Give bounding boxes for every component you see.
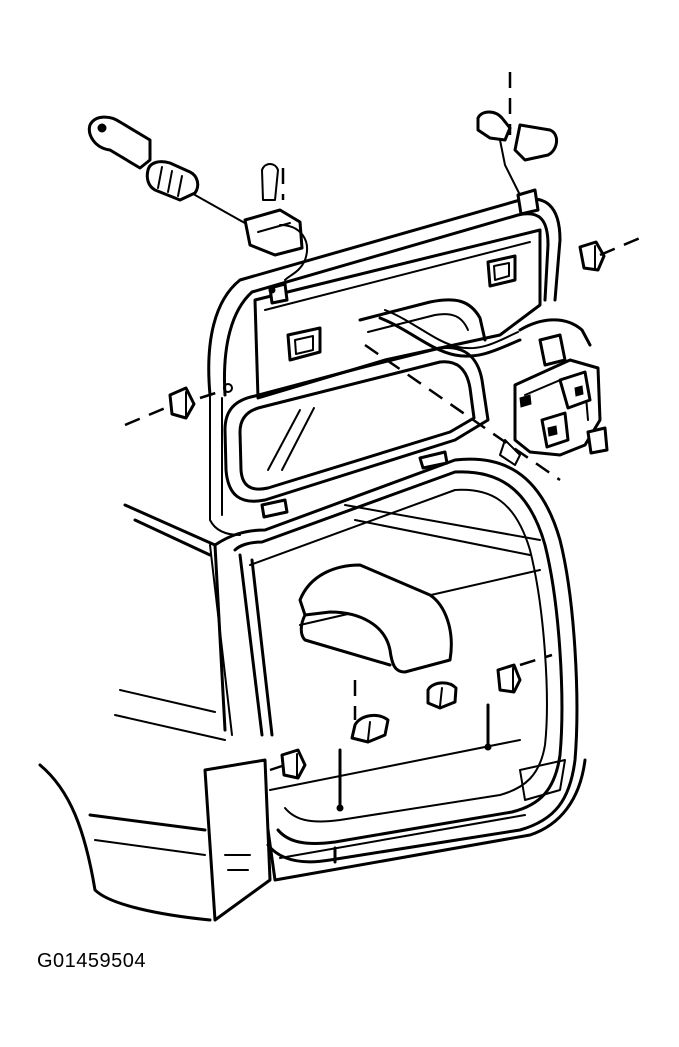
screws <box>223 286 492 812</box>
liftgate-door <box>207 197 562 536</box>
striker-plate-lower-center <box>426 681 458 710</box>
lock-actuator-assembly <box>378 309 609 466</box>
lower-clip-right <box>496 663 522 694</box>
rubber-bumper-left <box>168 386 196 420</box>
latch-striker <box>476 110 558 216</box>
alignment-lines <box>124 72 641 772</box>
lower-clip-left <box>280 748 307 780</box>
striker-plate-lower-left <box>350 713 390 744</box>
handle-switch-bracket <box>243 163 308 305</box>
figure-id-label: G01459504 <box>37 950 147 972</box>
vehicle-body <box>38 457 587 922</box>
rubber-bumper-right <box>578 240 606 272</box>
